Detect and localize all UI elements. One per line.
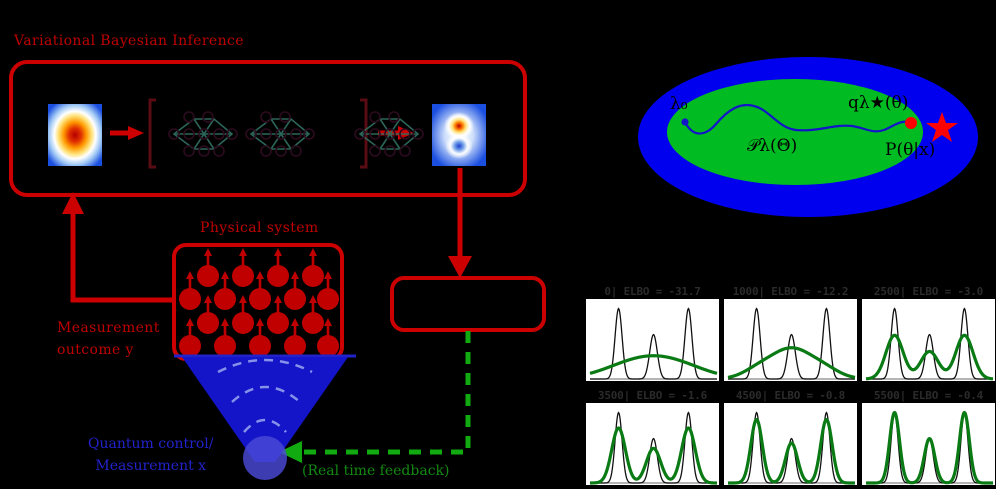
real-time-feedback-label: (Real time feedback) [302, 463, 450, 479]
elbo-panel: 1000| ELBO = -12.2 [724, 284, 857, 381]
elbo-panel: 3500| ELBO = -1.6 [586, 388, 719, 485]
elbo-panel-plot [862, 299, 995, 381]
density-plot [588, 307, 719, 380]
elbo-panel-title: 4500| ELBO = -0.8 [735, 389, 846, 402]
variational-manifold-diagram [638, 57, 978, 217]
variational-density-curve [588, 354, 719, 375]
elbo-panel-plot [586, 403, 719, 485]
elbo-panel-title: 0| ELBO = -31.7 [604, 285, 701, 298]
physical-system-box [172, 243, 344, 361]
variational-density-curve [864, 410, 995, 485]
elbo-panel-title: 3500| ELBO = -1.6 [597, 389, 708, 402]
elbo-panel-grid: 0| ELBO = -31.7 1000| ELBO = -12.2 2500| E… [586, 284, 996, 489]
measurement-outcome-arrow [62, 192, 176, 303]
inference-output-box [390, 276, 546, 332]
inner-ellipse-variational-family [667, 79, 923, 185]
bracket-left [148, 98, 156, 169]
real-time-feedback-arrow [279, 331, 471, 463]
density-plot [588, 411, 719, 485]
quantum-control-line1: Quantum control/ [88, 436, 214, 452]
posterior-to-inference-line [448, 168, 472, 278]
elbo-panel-plot [586, 299, 719, 381]
density-plot [726, 307, 857, 380]
spin-lattice [179, 248, 339, 357]
vbi-title: Variational Bayesian Inference [14, 33, 244, 49]
variational-family-label: 𝒫λ(Θ) [747, 136, 798, 156]
target-density-curve [866, 307, 993, 380]
wavefronts [217, 358, 313, 433]
quantum-control-line2: Measurement x [95, 458, 207, 474]
neural-network-icon [168, 111, 238, 157]
density-plot [864, 410, 995, 485]
variational-density-curve [588, 426, 719, 485]
density-plot [864, 307, 995, 381]
prior-distribution-heatmap [48, 104, 102, 166]
posterior-label: P(θ|x) [885, 140, 936, 160]
cone-beam [182, 357, 348, 462]
elbo-panel: 0| ELBO = -31.7 [586, 284, 719, 381]
physical-system-title: Physical system [200, 220, 319, 236]
elbo-panel-plot [724, 299, 857, 381]
lambda0-label: λ₀ [670, 94, 688, 114]
quantum-control-label: Quantum control/ Measurement x [88, 433, 213, 477]
elbo-panel: 4500| ELBO = -0.8 [724, 388, 857, 485]
posterior-distribution-heatmap [432, 104, 486, 166]
density-plot [726, 411, 857, 485]
vbi-container-box [9, 60, 527, 197]
elbo-panel-plot [724, 403, 857, 485]
neural-network-icon [354, 111, 424, 157]
optimization-trajectory [684, 103, 911, 135]
target-density-curve [590, 307, 717, 380]
lambda0-dot [681, 118, 689, 126]
variational-density-curve [864, 333, 995, 381]
left-flow-diagram [9, 60, 546, 463]
elbo-panel-title: 5500| ELBO = -0.4 [873, 389, 984, 402]
arrow-prior-to-network [110, 126, 144, 140]
target-density-curve [728, 411, 855, 484]
measurement-outcome-line2: outcome y [57, 342, 134, 358]
measurement-outcome-label: Measurement outcome y [57, 317, 160, 361]
elbo-panel: 5500| ELBO = -0.4 [862, 388, 995, 485]
variational-density-curve [726, 417, 857, 485]
measurement-outcome-line1: Measurement [57, 320, 160, 336]
optimum-dot [905, 117, 917, 129]
optimum-label: qλ★(θ) [848, 93, 909, 113]
target-density-curve [728, 307, 855, 380]
elbo-panel-title: 2500| ELBO = -3.0 [873, 285, 984, 298]
neural-network-group [168, 111, 424, 157]
elbo-panel-plot [862, 403, 995, 485]
variational-density-curve [726, 346, 857, 379]
true-posterior-star [926, 112, 958, 142]
elbo-panel-title: 1000| ELBO = -12.2 [732, 285, 849, 298]
target-density-curve [590, 411, 717, 484]
detector-dot [243, 436, 287, 480]
elbo-panel: 2500| ELBO = -3.0 [862, 284, 995, 381]
neural-network-icon [245, 111, 315, 157]
measurement-cone [174, 354, 356, 480]
